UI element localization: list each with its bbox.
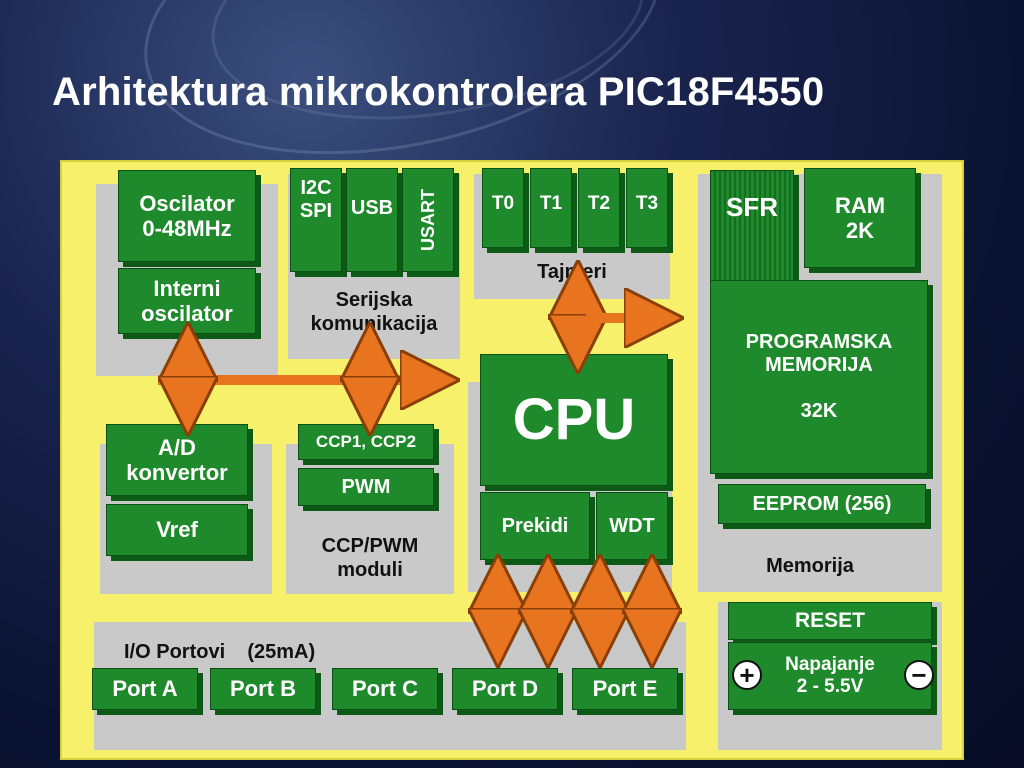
eeprom-block: EEPROM (256) [718,484,926,524]
wdt-block: WDT [596,492,668,560]
minus-icon: − [904,660,934,690]
timer-t1-label: T1 [539,193,563,214]
port-d-label: Port D [472,676,538,702]
timer-t3-block: T3 [626,168,668,248]
ad-converter-label: A/D konvertor [126,434,228,485]
bus-arrows [158,162,964,760]
internal-oscillator-label: Interni oscilator [141,275,233,326]
plus-icon: + [732,660,762,690]
oscilator-block: Oscilator 0-48MHz [118,170,256,262]
power-supply-label: Napajanje 2 - 5.5V [785,654,875,697]
architecture-diagram: Oscilator 0-48MHz Interni oscilator I2C … [60,160,964,760]
cpu-label: CPU [512,386,636,452]
ad-converter-block: A/D konvertor [106,424,248,496]
program-memory-label: PROGRAMSKA MEMORIJA 32K [745,331,893,422]
timer-t0-label: T0 [491,193,515,214]
timer-t1-block: T1 [530,168,572,248]
ccp-block: CCP1, CCP2 [298,424,434,460]
wdt-label: WDT [609,514,655,537]
eeprom-label: EEPROM (256) [752,492,892,515]
reset-block: RESET [728,602,932,640]
port-b-label: Port B [230,676,296,702]
interrupts-label: Prekidi [501,514,569,537]
power-supply-block: Napajanje 2 - 5.5V [728,642,932,710]
i2c-spi-block: I2C SPI [290,168,342,272]
usb-label: USB [350,197,394,219]
timer-t2-label: T2 [587,193,611,214]
usb-block: USB [346,168,398,272]
usart-block: USART [402,168,454,272]
oscilator-label: Oscilator 0-48MHz [139,190,235,241]
sfr-block: SFR [710,170,794,282]
port-a-label: Port A [112,676,178,702]
pwm-block: PWM [298,468,434,506]
port-c-label: Port C [352,676,418,702]
timer-t2-block: T2 [578,168,620,248]
ccp-label: CCP1, CCP2 [315,432,417,452]
vref-label: Vref [156,517,198,543]
port-b-block: Port B [210,668,316,710]
pwm-label: PWM [341,475,391,498]
ram-label: RAM 2K [834,192,886,243]
ccp-group-label: CCP/PWM moduli [321,535,419,581]
i2c-spi-label: I2C SPI [299,177,333,222]
vref-block: Vref [106,504,248,556]
reset-label: RESET [794,608,865,632]
ram-block: RAM 2K [804,168,916,268]
memory-group-label: Memorija [766,555,854,577]
timer-t0-block: T0 [482,168,524,248]
slide-title: Arhitektura mikrokontrolera PIC18F4550 [52,70,825,114]
sfr-label: SFR [726,192,778,222]
io-group-label: I/O Portovi (25mA) [124,641,316,663]
port-e-label: Port E [592,676,658,702]
port-c-block: Port C [332,668,438,710]
port-e-block: Port E [572,668,678,710]
port-a-block: Port A [92,668,198,710]
interrupts-block: Prekidi [480,492,590,560]
timer-t3-label: T3 [635,193,659,214]
program-memory-block: PROGRAMSKA MEMORIJA 32K [710,280,928,474]
port-d-block: Port D [452,668,558,710]
